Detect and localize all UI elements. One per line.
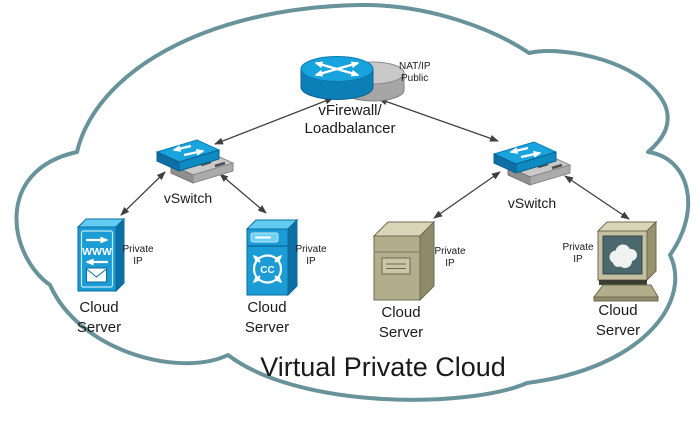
www-icon-text: WWW: [82, 246, 112, 258]
server4-workstation-server-icon: [593, 220, 659, 302]
router-cross-arrows-icon: [314, 61, 360, 77]
link-firewall-vswitch-right: [378, 98, 499, 142]
server2-content-switch-server-icon: CC: [245, 218, 299, 297]
connection-arrows: [120, 97, 630, 220]
server3-tower-server-icon: [372, 220, 436, 302]
server1-www-mail-server-icon: WWW: [76, 217, 126, 293]
vent-panel-icon: [381, 257, 411, 275]
cc-icon-text: CC: [260, 265, 274, 276]
cloud-outline-shape: [14, 2, 691, 402]
link-vswitchR-server4: [564, 175, 630, 220]
link-vswitchL-server1: [120, 171, 166, 216]
link-vswitchL-server2: [219, 173, 267, 214]
keyboard-icon: [593, 284, 659, 298]
vswitch-right-label: vSwitch: [507, 195, 557, 211]
firewall-router-icon: [300, 56, 405, 102]
vswitch-blue-box: [492, 141, 558, 174]
cc-circle-icon: CC: [252, 254, 283, 284]
vswitch-right-icon: [492, 141, 572, 186]
nat-ip-label: NAT/IP Public: [399, 61, 431, 84]
link-firewall-vswitch-left: [214, 97, 334, 145]
firewall-label: vFirewall/ Loadbalancer: [304, 102, 396, 137]
envelope-icon: [86, 267, 107, 283]
diagram-title: Virtual Private Cloud: [260, 352, 506, 382]
screen-cloud-icon: [609, 244, 637, 268]
vswitch-left-icon: [155, 139, 235, 184]
vswitch-left-label: vSwitch: [163, 190, 213, 206]
link-vswitchR-server3: [433, 171, 501, 219]
router-blue-cylinder: [300, 56, 374, 100]
vswitch-blue-box: [155, 139, 221, 172]
